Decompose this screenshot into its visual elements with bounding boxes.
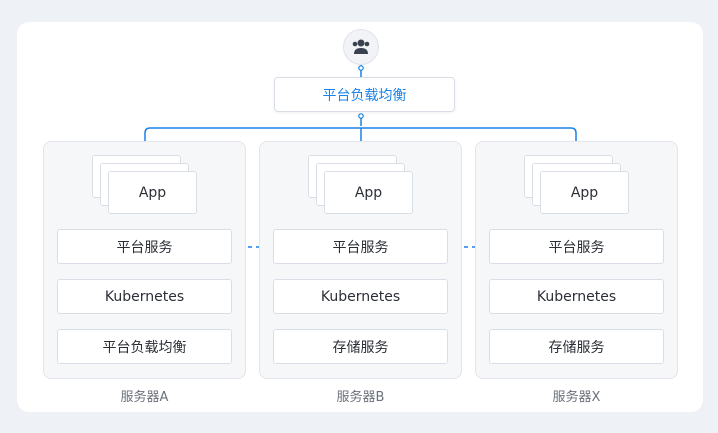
layer-label: 平台服务: [116, 239, 173, 256]
app-label: App: [354, 184, 383, 201]
layer-storage-service: 存储服务: [273, 329, 448, 364]
layer-kubernetes: Kubernetes: [57, 279, 232, 314]
app-card: App: [108, 171, 197, 214]
layer-label: 平台服务: [332, 239, 389, 256]
layer-label: Kubernetes: [104, 288, 185, 305]
layer-platform-service: 平台服务: [57, 229, 232, 264]
users-icon: [343, 29, 379, 65]
lb-connector-dot: [358, 113, 364, 119]
layer-label: 存储服务: [548, 339, 605, 356]
layer-label: 平台负载均衡: [102, 339, 187, 356]
server-caption: 服务器X: [552, 390, 601, 405]
app-label: App: [138, 184, 167, 201]
layer-load-balancer: 平台负载均衡: [57, 329, 232, 364]
layer-kubernetes: Kubernetes: [273, 279, 448, 314]
layer-platform-service: 平台服务: [273, 229, 448, 264]
layer-label: 平台服务: [548, 239, 605, 256]
layer-kubernetes: Kubernetes: [489, 279, 664, 314]
load-balancer-box: 平台负载均衡: [274, 77, 455, 112]
load-balancer-label: 平台负载均衡: [322, 87, 407, 104]
app-label: App: [570, 184, 599, 201]
app-card: App: [324, 171, 413, 214]
layer-platform-service: 平台服务: [489, 229, 664, 264]
server-caption: 服务器A: [120, 390, 169, 405]
layer-label: Kubernetes: [536, 288, 617, 305]
avatar-connector-dot: [358, 65, 364, 71]
layer-label: 存储服务: [332, 339, 389, 356]
app-card: App: [540, 171, 629, 214]
layer-label: Kubernetes: [320, 288, 401, 305]
server-caption: 服务器B: [336, 390, 385, 405]
layer-storage-service: 存储服务: [489, 329, 664, 364]
